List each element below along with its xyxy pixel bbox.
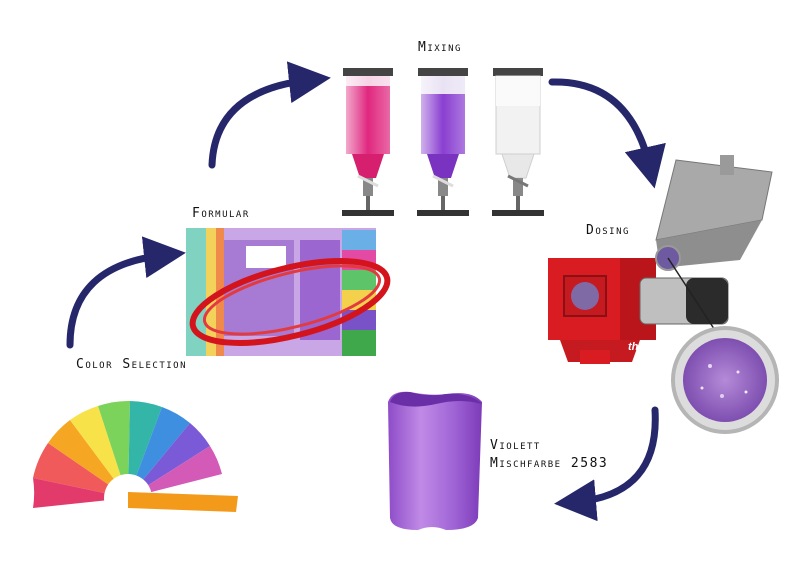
step-label-formular: Formular xyxy=(192,206,250,221)
violet-cup xyxy=(388,391,482,530)
arrow-selection-to-formular xyxy=(66,236,186,349)
step-label-mixing: Mixing xyxy=(418,40,462,55)
result-label-line2: Mischfarbe 2583 xyxy=(490,456,609,471)
dispenser-white xyxy=(492,68,544,216)
dispenser-violet xyxy=(417,68,469,216)
machine-brand-label: the BA xyxy=(628,341,664,353)
result-label-line1: Violett xyxy=(490,438,541,453)
formular-color-chart xyxy=(186,228,391,356)
arrow-formular-to-mixing xyxy=(208,61,331,169)
arrow-mixing-to-dosing xyxy=(548,78,666,189)
step-label-dosing: Dosing xyxy=(586,223,630,238)
dispenser-magenta xyxy=(342,68,394,216)
arrow-dosing-to-result xyxy=(554,406,659,522)
step-label-color-selection: Color Selection xyxy=(76,357,188,372)
color-fan-deck xyxy=(33,400,238,522)
dosing-machine: the BA xyxy=(548,155,779,434)
